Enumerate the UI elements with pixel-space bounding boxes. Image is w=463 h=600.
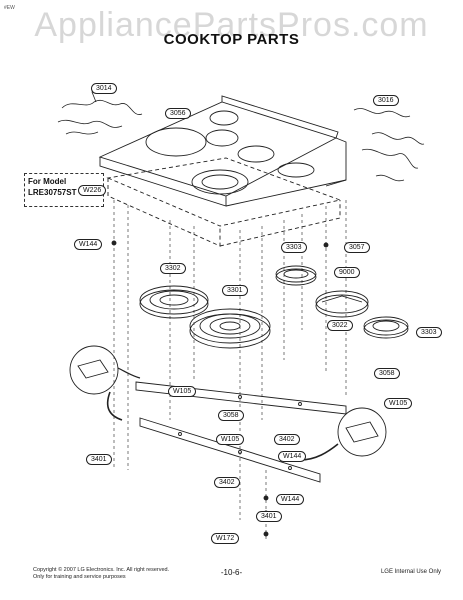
footer-internal: LGE Internal Use Only — [380, 569, 441, 575]
callout-9000: 9000 — [334, 267, 360, 278]
page-title: COOKTOP PARTS — [163, 31, 300, 48]
wire-harness-right — [353, 108, 425, 182]
callout-3014: 3014 — [91, 83, 117, 94]
callout-3401-right: 3401 — [256, 511, 282, 522]
radiant-element-3303-bottom — [363, 316, 409, 339]
callout-w105-right: W105 — [384, 398, 413, 409]
callout-3402-upper: 3402 — [274, 434, 300, 445]
callout-3058-right: 3058 — [374, 368, 400, 379]
callout-3056: 3056 — [165, 108, 191, 119]
model-note-model: LRE30757ST — [28, 188, 77, 197]
callout-3302-upper: 3302 — [160, 263, 186, 274]
callout-3303-lower: 3303 — [416, 327, 442, 338]
callout-3058-center: 3058 — [218, 410, 244, 421]
footer-copyright-line2: Only for training and service purposes — [33, 574, 126, 580]
bracket-lower — [139, 417, 321, 483]
radiant-element-3303-top — [275, 265, 317, 286]
callout-w105-center: W105 — [216, 434, 245, 445]
callout-3057: 3057 — [344, 242, 370, 253]
corner-tag: #EW — [4, 5, 15, 11]
callout-w172: W172 — [211, 533, 240, 544]
footer-copyright: Copyright © 2007 LG Electronics. Inc. Al… — [33, 567, 169, 581]
callout-3401-left: 3401 — [86, 454, 112, 465]
callout-w105-left: W105 — [168, 386, 197, 397]
radiant-element-3301 — [189, 308, 271, 349]
model-note-label: For Model — [28, 177, 67, 186]
callout-w226: W226 — [78, 185, 107, 196]
footer-copyright-line1: Copyright © 2007 LG Electronics. Inc. Al… — [33, 567, 170, 573]
cooktop-glass — [98, 95, 347, 207]
page-number: -10-6- — [220, 568, 243, 577]
callout-w144-middle: W144 — [278, 451, 307, 462]
callout-3022: 3022 — [327, 320, 353, 331]
callout-3301: 3301 — [222, 285, 248, 296]
callout-w144-lower: W144 — [276, 494, 305, 505]
callout-3016: 3016 — [373, 95, 399, 106]
watermark: AppliancePartsPros.com — [34, 6, 429, 44]
callout-3303-upper: 3303 — [281, 242, 307, 253]
detail-circle-left — [69, 345, 119, 395]
bracket-upper — [135, 381, 347, 415]
radiant-element-3302 — [139, 285, 209, 319]
callout-3402-lower: 3402 — [214, 477, 240, 488]
radiant-element-9000 — [315, 290, 369, 318]
callout-w144-upper: W144 — [74, 239, 103, 250]
detail-circle-right — [337, 407, 387, 457]
